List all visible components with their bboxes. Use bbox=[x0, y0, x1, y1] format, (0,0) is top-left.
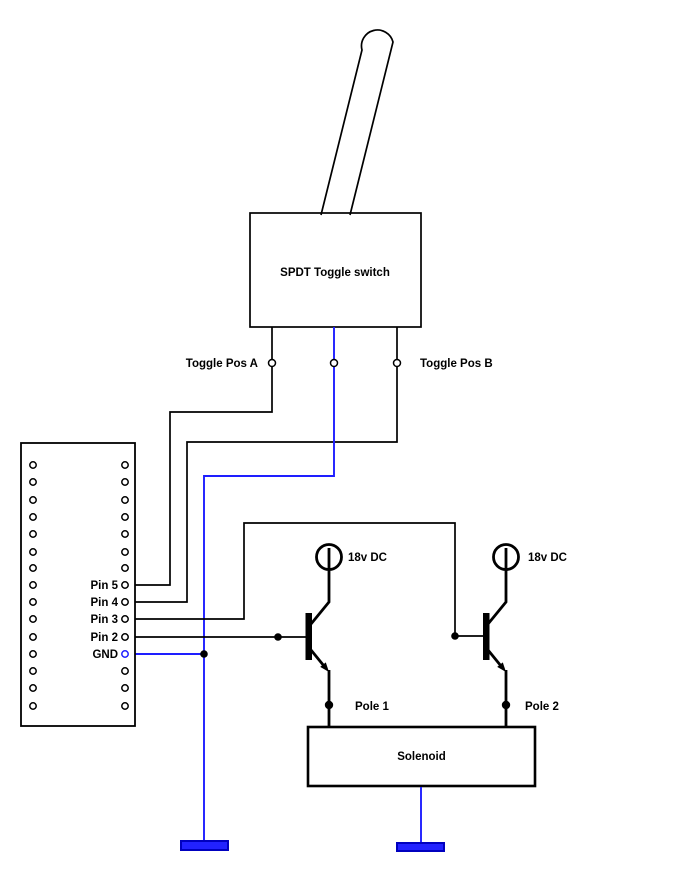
board-pin-hole bbox=[121, 684, 129, 692]
terminal-common bbox=[329, 358, 339, 368]
pin3-label: Pin 3 bbox=[91, 614, 118, 626]
toggle-pos-b-label: Toggle Pos B bbox=[420, 358, 493, 370]
junction-pole-2 bbox=[501, 700, 511, 710]
board-pin-hole bbox=[29, 702, 37, 710]
junction-pole-1 bbox=[324, 700, 334, 710]
pole-1-label: Pole 1 bbox=[355, 701, 389, 713]
toggle-pos-a-label: Toggle Pos A bbox=[186, 358, 258, 370]
pin2-label: Pin 2 bbox=[91, 632, 118, 644]
board-pin-hole bbox=[121, 564, 129, 572]
junction-pin3-wire bbox=[451, 632, 459, 640]
board-pin-hole bbox=[121, 496, 129, 504]
board-pin-hole bbox=[29, 548, 37, 556]
board-pin-hole bbox=[121, 615, 129, 623]
transistor-left-base-bar bbox=[305, 613, 312, 660]
wire-common-to-ground bbox=[203, 366, 335, 841]
toggle-switch-body bbox=[249, 212, 422, 328]
ground-symbol-right-icon bbox=[396, 842, 445, 852]
transistor-right-base-bar bbox=[483, 613, 490, 660]
board-pin-hole bbox=[29, 581, 37, 589]
transistor-right bbox=[483, 548, 508, 727]
board-pin-hole bbox=[29, 633, 37, 641]
board-pin-hole bbox=[29, 650, 37, 658]
power-left-label: 18v DC bbox=[348, 552, 387, 564]
toggle-lever bbox=[320, 29, 394, 216]
transistor-left-emitter bbox=[309, 649, 326, 667]
transistor-right-emitter bbox=[486, 649, 503, 667]
board-pin-hole bbox=[121, 478, 129, 486]
board-pin-hole bbox=[121, 667, 129, 675]
board-pin-hole bbox=[29, 513, 37, 521]
toggle-switch-label: SPDT Toggle switch bbox=[280, 267, 390, 279]
board-pin-hole bbox=[29, 667, 37, 675]
wire-pos-a-to-pin5 bbox=[128, 366, 273, 586]
board-pin-hole bbox=[121, 548, 129, 556]
power-right-label: 18v DC bbox=[528, 552, 567, 564]
solenoid-label: Solenoid bbox=[397, 751, 446, 763]
ground-symbol-left-icon bbox=[180, 840, 229, 851]
board-pin-hole bbox=[121, 581, 129, 589]
board-pin-hole bbox=[29, 684, 37, 692]
board-pin-hole bbox=[29, 530, 37, 538]
gnd-label: GND bbox=[92, 649, 118, 661]
board-pin-hole bbox=[121, 598, 129, 606]
microcontroller-board bbox=[20, 442, 136, 727]
junction-pin2-wire bbox=[274, 633, 282, 641]
board-pin-hole bbox=[29, 478, 37, 486]
board-pin-hole bbox=[121, 633, 129, 641]
transistor-left bbox=[305, 548, 331, 727]
board-pins-right bbox=[121, 461, 129, 710]
transistor-left-collector bbox=[309, 548, 331, 625]
wire-pin3-to-right-base bbox=[128, 522, 483, 637]
transistor-right-collector bbox=[486, 548, 508, 625]
board-pin-hole bbox=[121, 702, 129, 710]
board-pin-hole bbox=[29, 615, 37, 623]
terminal-pos-a bbox=[267, 358, 277, 368]
board-pin-hole bbox=[29, 496, 37, 504]
transistor-right-emitter-arrow-icon bbox=[497, 662, 506, 672]
board-pin-hole bbox=[29, 564, 37, 572]
solenoid-body bbox=[306, 725, 537, 788]
board-pin-hole bbox=[29, 461, 37, 469]
pin4-label: Pin 4 bbox=[91, 597, 119, 609]
board-pin-hole bbox=[121, 530, 129, 538]
transistor-left-emitter-arrow-icon bbox=[320, 662, 329, 672]
junction-gnd-wire bbox=[200, 650, 208, 658]
board-pin-hole bbox=[121, 461, 129, 469]
board-pins-left bbox=[29, 461, 37, 710]
pole-2-label: Pole 2 bbox=[525, 701, 559, 713]
wire-pos-b-to-pin4 bbox=[128, 366, 398, 603]
board-pin-hole bbox=[121, 513, 129, 521]
board-pin-hole bbox=[29, 598, 37, 606]
pin5-label: Pin 5 bbox=[91, 580, 119, 592]
board-pin-hole-gnd bbox=[121, 650, 129, 658]
terminal-pos-b bbox=[392, 358, 402, 368]
